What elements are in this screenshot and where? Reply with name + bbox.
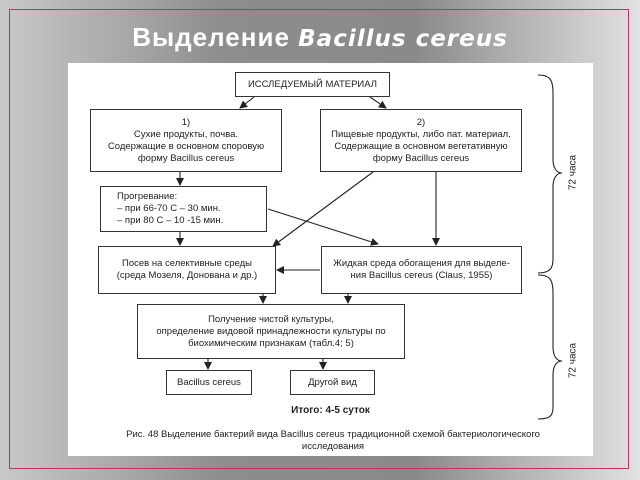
box1-line: Сухие продукты, почва. (133, 128, 239, 140)
selective-line: (среда Мозеля, Донована и др.) (116, 270, 258, 281)
selective-line: Посев на селективные среды (122, 258, 252, 269)
heating-line: – при 80 С – 10 -15 мин. (117, 215, 224, 226)
box-enrichment-media: Жидкая среда обогащения для выделе- ния … (321, 246, 522, 294)
box2-line: Содержащие в основном вегетативную (334, 140, 508, 152)
brace-top (537, 74, 563, 274)
slide-frame (9, 9, 629, 469)
pure-line: определение видовой принадлежности культ… (156, 325, 386, 337)
pure-line: Получение чистой культуры, (208, 313, 334, 325)
result-b-text: Другой вид (308, 376, 357, 388)
arrow-box2-to-selective (272, 171, 374, 247)
slide-title-text: Выделение (132, 22, 290, 52)
heating-line: Прогревание: (117, 191, 178, 202)
caption-line: исследования (301, 441, 365, 452)
box2-line: форму Bacillus cereus (372, 152, 470, 164)
box-heating: Прогревание: – при 66-70 С – 30 мин. – п… (100, 186, 267, 232)
box2-line: Пищевые продукты, либо пат. материал. (331, 128, 511, 140)
pure-line: биохимическим признакам (табл.4; 5) (188, 337, 354, 349)
box-result-other: Другой вид (290, 370, 375, 395)
enrichment-line: ния Bacillus cereus (Claus, 1955) (350, 270, 493, 281)
total-duration: Итого: 4-5 суток (291, 405, 370, 416)
slide-title: Выделение Bacillus cereus (0, 22, 640, 53)
diagram-panel: ИССЛЕДУЕМЫЙ МАТЕРИАЛ 1) Сухие продукты, … (68, 63, 593, 456)
box-material-text: ИССЛЕДУЕМЫЙ МАТЕРИАЛ (247, 78, 378, 90)
box-pure-culture: Получение чистой культуры, определение в… (137, 304, 405, 359)
box-selective-media: Посев на селективные среды (среда Мозеля… (98, 246, 276, 294)
arrow-material-to-box1 (239, 96, 255, 109)
box1-line: Содержащие в основном споровую (107, 140, 265, 152)
box-result-bacillus: Bacillus cereus (166, 370, 252, 395)
arrow-material-to-box2 (369, 96, 387, 109)
arrow-heating-to-enrichment (267, 208, 379, 246)
box2-line: 2) (416, 116, 426, 128)
box1-line: форму Bacillus cereus (137, 152, 235, 164)
caption-line: Рис. 48 Выделение бактерий вида Bacillus… (126, 429, 540, 440)
brace-top-label: 72 часа (567, 154, 579, 191)
slide-title-latin: Bacillus cereus (298, 26, 508, 52)
brace-bottom (537, 274, 563, 420)
box-food-products: 2) Пищевые продукты, либо пат. материал.… (320, 109, 522, 172)
brace-bottom-label: 72 часа (567, 342, 579, 379)
heating-line: – при 66-70 С – 30 мин. (117, 203, 221, 214)
figure-caption: Рис. 48 Выделение бактерий вида Bacillus… (78, 429, 588, 453)
box1-line: 1) (181, 116, 191, 128)
result-a-text: Bacillus cereus (177, 376, 241, 388)
diagram-arrows (176, 74, 563, 420)
box-dry-products: 1) Сухие продукты, почва. Содержащие в о… (90, 109, 282, 172)
enrichment-line: Жидкая среда обогащения для выделе- (333, 258, 510, 269)
box-material: ИССЛЕДУЕМЫЙ МАТЕРИАЛ (235, 72, 390, 97)
